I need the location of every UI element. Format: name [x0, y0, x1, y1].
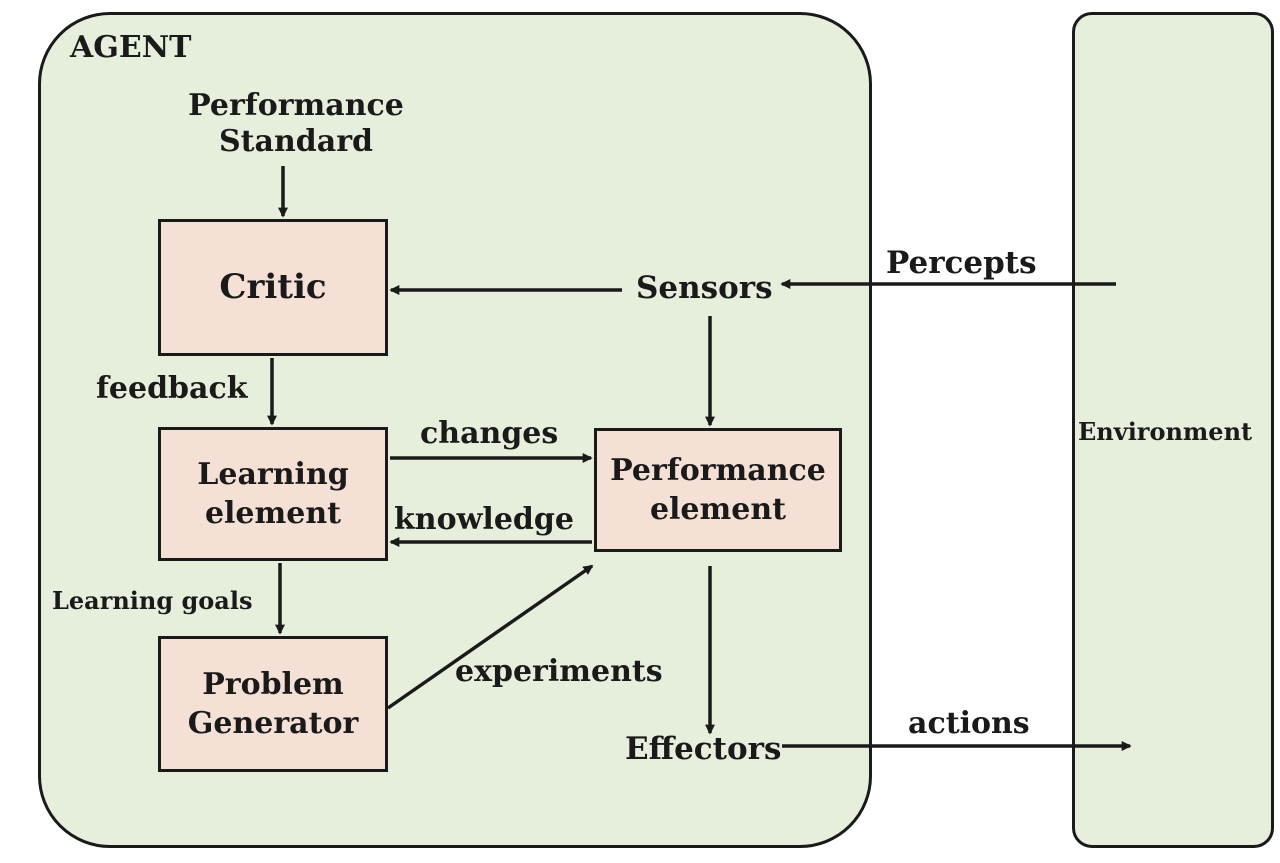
performance-element-box: Performance element	[594, 428, 842, 552]
knowledge-label: knowledge	[394, 502, 574, 537]
learning-goals-label: Learning goals	[52, 586, 253, 615]
feedback-label: feedback	[96, 371, 248, 406]
critic-label: Critic	[219, 267, 327, 308]
changes-label: changes	[420, 416, 559, 451]
sensors-label: Sensors	[636, 270, 773, 306]
experiments-label: experiments	[455, 654, 663, 689]
agent-label: AGENT	[70, 30, 192, 65]
learning-element-label: Learning element	[197, 457, 349, 531]
learning-element-box: Learning element	[158, 427, 388, 561]
arrow-experiments	[387, 564, 594, 710]
environment-panel	[1072, 12, 1274, 848]
problem-generator-box: Problem Generator	[158, 636, 388, 772]
effectors-label: Effectors	[625, 731, 782, 767]
actions-label: actions	[908, 706, 1030, 741]
problem-generator-label: Problem Generator	[187, 667, 359, 741]
performance-element-label: Performance element	[610, 453, 826, 527]
percepts-label: Percepts	[886, 245, 1037, 281]
environment-label: Environment	[1078, 417, 1253, 446]
performance-standard-label: Performance Standard	[188, 88, 404, 159]
critic-box: Critic	[158, 219, 388, 356]
